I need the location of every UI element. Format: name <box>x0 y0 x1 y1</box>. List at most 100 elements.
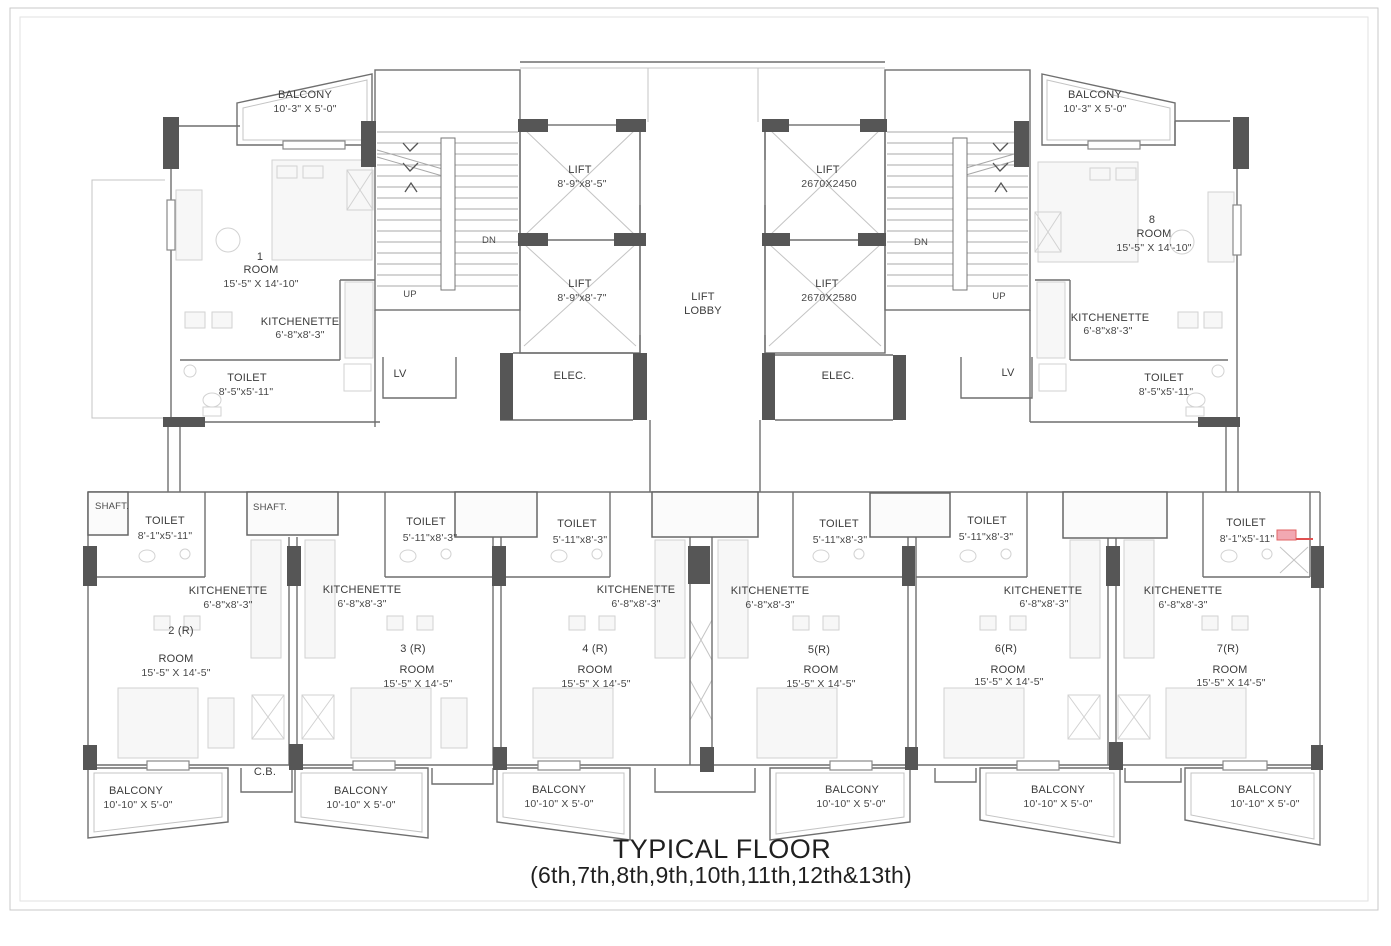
toilet-r2-label: TOILET <box>145 515 185 527</box>
toilet-r2-dim: 8'-1"x5'-11" <box>137 530 193 542</box>
toilet-r3-dim: 5'-11"x8'-3" <box>402 532 458 544</box>
lv-right-label: LV <box>1001 367 1015 379</box>
lift-4-label: LIFT <box>815 278 839 290</box>
room-3-dim: 15'-5" X 14'-5" <box>383 678 453 690</box>
toilet-upper-right-dim: 8'-5"x5'-11" <box>1138 386 1194 398</box>
room-1-dim: 15'-5" X 14'-10" <box>223 278 299 290</box>
room-5-number: 5(R) <box>807 644 831 656</box>
room-2-dim: 15'-5" X 14'-5" <box>141 667 211 679</box>
kitchenette-r2-label: KITCHENETTE <box>188 585 268 597</box>
balcony-2-label: BALCONY <box>334 785 388 797</box>
balcony-5-label: BALCONY <box>1031 784 1085 796</box>
lift-lobby-label-2: LOBBY <box>684 305 722 317</box>
elec-left-label: ELEC. <box>553 370 587 382</box>
highlight-marker <box>1276 529 1313 541</box>
toilet-r4-label: TOILET <box>557 518 597 530</box>
lift-2-dim: 8'-9"x8'-7" <box>557 292 607 304</box>
room-3-number: 3 (R) <box>400 643 426 655</box>
stair-arrows <box>402 142 1009 193</box>
room-4-dim: 15'-5" X 14'-5" <box>561 678 631 690</box>
kitchenette-r7-label: KITCHENETTE <box>1143 585 1223 597</box>
toilet-upper-left-dim: 8'-5"x5'-11" <box>218 386 274 398</box>
kitchenette-r2-dim: 6'-8"x8'-3" <box>203 599 253 611</box>
room-2-number: 2 (R) <box>168 625 194 637</box>
plan-title: TYPICAL FLOOR <box>612 834 832 864</box>
toilet-r5-label: TOILET <box>819 518 859 530</box>
kitchenette-upper-right-dim: 6'-8"x8'-3" <box>1083 325 1133 337</box>
toilet-upper-right-label: TOILET <box>1144 372 1184 384</box>
toilet-r3-label: TOILET <box>406 516 446 528</box>
kitchenette-r6-label: KITCHENETTE <box>1003 585 1083 597</box>
balcony-3-label: BALCONY <box>532 784 586 796</box>
balcony-5-dim: 10'-10" X 5'-0" <box>1023 798 1093 810</box>
room-6-number: 6(R) <box>994 643 1018 655</box>
lv-left-label: LV <box>393 368 407 380</box>
pillars <box>83 117 1324 772</box>
toilet-r7-dim: 8'-1"x5'-11" <box>1219 533 1275 545</box>
shaft-1-label: SHAFT. <box>95 501 129 512</box>
kitchenette-r5-label: KITCHENETTE <box>730 585 810 597</box>
stair-left-rail <box>440 137 456 291</box>
room-5-dim: 15'-5" X 14'-5" <box>786 678 856 690</box>
stair-right-dn-label: DN <box>913 237 929 248</box>
room-8-label: ROOM <box>1136 228 1172 240</box>
room-2-label: ROOM <box>158 653 194 665</box>
lift-2-label: LIFT <box>568 278 592 290</box>
room-1-number: 1 <box>256 251 264 263</box>
room-7-dim: 15'-5" X 14'-5" <box>1196 677 1266 689</box>
light-details <box>91 67 1315 840</box>
kitchenette-upper-left-dim: 6'-8"x8'-3" <box>275 329 325 341</box>
page-frame <box>9 7 1379 911</box>
kitchenette-upper-left-label: KITCHENETTE <box>260 316 340 328</box>
room-6-dim: 15'-5" X 14'-5" <box>974 676 1044 688</box>
kitchenette-r5-dim: 6'-8"x8'-3" <box>745 599 795 611</box>
balcony-6-dim: 10'-10" X 5'-0" <box>1230 798 1300 810</box>
stair-left-dn-label: DN <box>481 235 497 246</box>
shaft-boxes <box>87 491 1168 539</box>
lift-lobby-label-1: LIFT <box>691 291 715 303</box>
balcony-2-dim: 10'-10" X 5'-0" <box>326 799 396 811</box>
lift-3-dim: 2670X2450 <box>801 178 857 190</box>
room-4-label: ROOM <box>577 664 613 676</box>
cb-label: C.B. <box>253 766 277 778</box>
room-6-label: ROOM <box>990 664 1026 676</box>
room-7-number: 7(R) <box>1216 643 1240 655</box>
toilet-r5-dim: 5'-11"x8'-3" <box>812 534 868 546</box>
kitchenette-r6-dim: 6'-8"x8'-3" <box>1019 598 1069 610</box>
lift-1-dim: 8'-9"x8'-5" <box>557 178 607 190</box>
room-5-label: ROOM <box>803 664 839 676</box>
balcony-top-right-dim: 10'-3" X 5'-0" <box>1063 103 1127 115</box>
toilet-r7-label: TOILET <box>1226 517 1266 529</box>
balcony-6-label: BALCONY <box>1238 784 1292 796</box>
stair-treads <box>376 131 1029 287</box>
balcony-1-label: BALCONY <box>109 785 163 797</box>
balcony-4-dim: 10'-10" X 5'-0" <box>816 798 886 810</box>
room-8-number: 8 <box>1148 214 1156 226</box>
toilet-r6-dim: 5'-11"x8'-3" <box>958 531 1014 543</box>
kitchenette-r4-label: KITCHENETTE <box>596 584 676 596</box>
toilet-upper-left-label: TOILET <box>227 372 267 384</box>
stair-left-up-label: UP <box>403 289 417 300</box>
balcony-1-dim: 10'-10" X 5'-0" <box>103 799 173 811</box>
kitchenette-r7-dim: 6'-8"x8'-3" <box>1158 599 1208 611</box>
balcony-4-label: BALCONY <box>825 784 879 796</box>
balcony-top-right-label: BALCONY <box>1068 89 1122 101</box>
kitchenette-r4-dim: 6'-8"x8'-3" <box>611 598 661 610</box>
balcony-top-left-dim: 10'-3" X 5'-0" <box>273 103 337 115</box>
room-1-label: ROOM <box>243 264 279 276</box>
windows <box>146 140 1268 771</box>
stair-right-rail <box>952 137 968 291</box>
shaft-2-label: SHAFT. <box>253 502 287 513</box>
balcony-3-dim: 10'-10" X 5'-0" <box>524 798 594 810</box>
room-4-number: 4 (R) <box>582 643 608 655</box>
plan-subtitle: (6th,7th,8th,9th,10th,11th,12th&13th) <box>530 862 912 888</box>
room-8-dim: 15'-5" X 14'-10" <box>1116 242 1192 254</box>
room-7-label: ROOM <box>1212 664 1248 676</box>
kitchenette-r3-dim: 6'-8"x8'-3" <box>337 598 387 610</box>
kitchenette-upper-right-label: KITCHENETTE <box>1070 312 1150 324</box>
toilet-r4-dim: 5'-11"x8'-3" <box>552 534 608 546</box>
room-3-label: ROOM <box>399 664 435 676</box>
diamond-hatch <box>251 169 1151 740</box>
